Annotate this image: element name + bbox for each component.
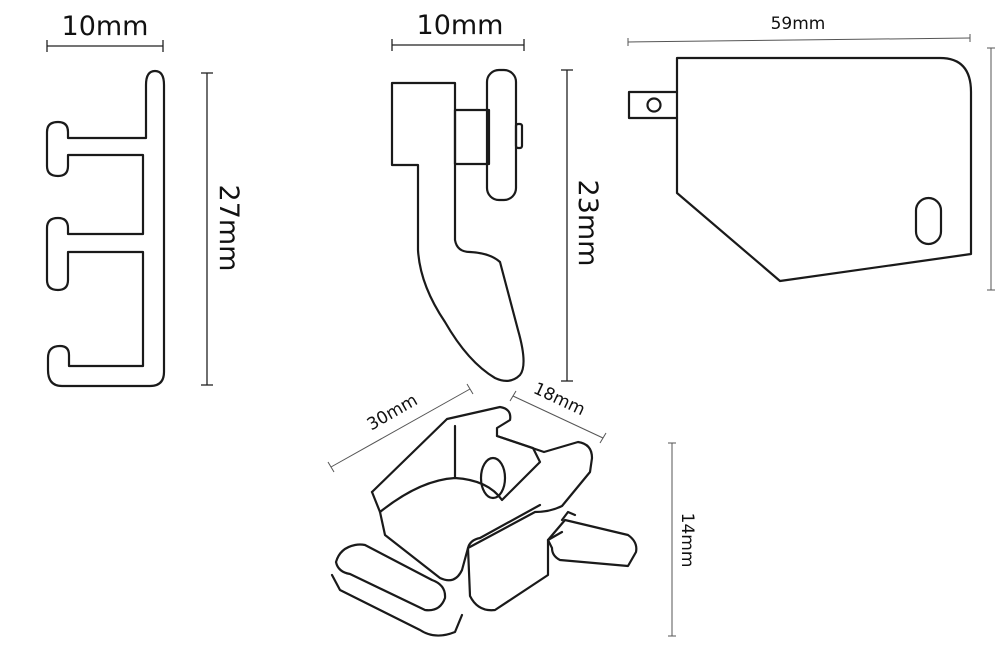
endcap-tab-hole [646, 97, 662, 113]
endstop-width-dimension-line [512, 395, 604, 439]
endstop-width-label: 18mm [530, 379, 588, 420]
glider-pin [514, 122, 524, 150]
endcap-body-shape [675, 56, 973, 283]
endstop-front-rounded-flange [330, 543, 464, 637]
endstop-front-wall [378, 503, 542, 582]
endstop-inner-cradle [370, 424, 542, 514]
glider-height-label: 23mm [572, 180, 603, 267]
endstop-body-shape [370, 405, 594, 612]
dim-tick [327, 461, 335, 473]
dim-tick [599, 432, 607, 444]
glider-axle [453, 108, 491, 166]
rail-profile: 10mm 27mm [45, 11, 244, 388]
glider-width-label: 10mm [417, 10, 504, 41]
dim-tick [509, 390, 517, 402]
glider: 10mm 23mm [390, 10, 603, 382]
glider-body-shape [390, 81, 525, 382]
rail-width-label: 10mm [62, 11, 149, 42]
endstop-lever-arm [546, 510, 638, 568]
glider-wheel [485, 68, 518, 202]
endcap-tab [627, 90, 679, 120]
endcap-slot [914, 196, 943, 246]
rail-profile-shape [45, 69, 166, 388]
endcap-width-label: 59mm [771, 14, 826, 34]
endstop-hole [479, 456, 507, 500]
endcap-width-dimension-line [627, 37, 971, 43]
rail-height-label: 27mm [213, 185, 244, 272]
dim-tick [466, 383, 474, 395]
endstop-length-label: 30mm [364, 390, 421, 435]
end-stop: 30mm 18mm 14mm [327, 379, 697, 637]
endstop-height-label: 14mm [677, 513, 697, 568]
end-cap: 59mm [627, 14, 995, 291]
endstop-length-dimension-line [330, 388, 471, 468]
